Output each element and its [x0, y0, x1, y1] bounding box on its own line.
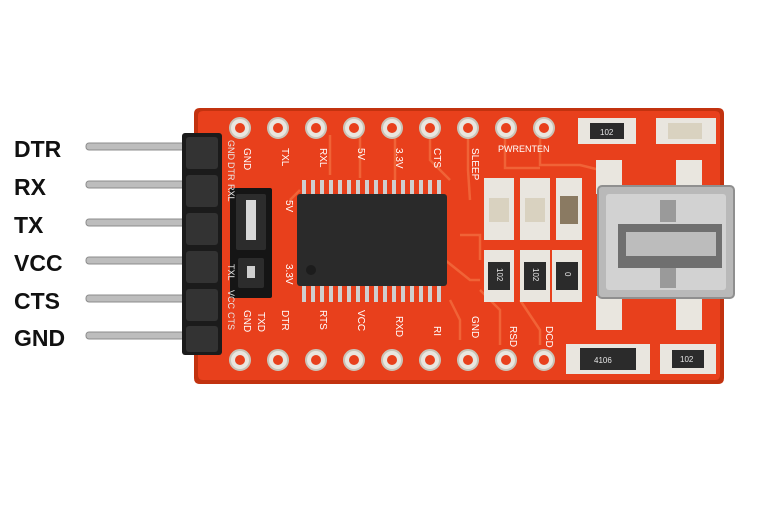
silk-top-5: CTS [431, 148, 442, 168]
pin-label-gnd: GND [14, 325, 66, 351]
resistor-codes: 102 102 102 0 102 4106 [495, 128, 694, 365]
silk-header-0: GND [226, 140, 236, 161]
silk-bottom-0: GND [241, 310, 252, 332]
header-silkscreen: GND DTR RXL TXL VCC CTS [226, 140, 236, 330]
silk-bottom-5: RXD [393, 316, 404, 337]
silk-header-1: DTR [226, 162, 236, 181]
silk-bottom-2: DTR [279, 310, 290, 331]
silk-header-2: RXL [226, 184, 236, 202]
resistor-code-1: 102 [531, 268, 540, 282]
pin-label-rx: RX [14, 174, 46, 200]
pcb-board [194, 108, 724, 384]
smd-components [484, 118, 716, 374]
silk-top-0: GND [241, 148, 252, 170]
silk-bottom-4: VCC [355, 310, 366, 331]
resistor-code-4: 102 [680, 355, 694, 364]
silk-bottom-7: GND [469, 316, 480, 338]
silk-top-7: PWRENTEN [498, 144, 550, 154]
pin-label-dtr: DTR [14, 136, 62, 162]
silk-bottom-3: RTS [317, 310, 328, 330]
silk-bottom-6: RI [431, 326, 442, 336]
silk-top-2: RXL [317, 148, 328, 168]
pin-label-cts: CTS [14, 288, 60, 314]
silk-top-1: TXL [279, 148, 290, 167]
pin-header [85, 133, 222, 355]
silk-header-3: TXL [226, 264, 236, 281]
silk-top-4: 3.3V [393, 148, 404, 169]
silk-jumper-3v3: 3.3V [283, 264, 294, 285]
pin-label-tx: TX [14, 212, 44, 238]
pin-label-vcc: VCC [14, 250, 63, 276]
silk-bottom-9: DCD [543, 326, 554, 348]
silkscreen-text: GND TXL RXL 5V 3.3V CTS SLEEP PWRENTEN G… [241, 144, 554, 348]
resistor-code-3: 0 [563, 272, 572, 277]
silk-bottom-1: TXD [255, 312, 266, 332]
silk-top-6: SLEEP [469, 148, 480, 181]
mini-usb-connector [596, 160, 735, 330]
resistor-code-5: 4106 [594, 356, 612, 365]
ftdi-chip [297, 180, 447, 302]
resistor-code-2: 102 [600, 128, 614, 137]
silk-header-4: VCC [226, 290, 236, 310]
voltage-jumper [230, 188, 272, 298]
silk-bottom-8: RSD [507, 326, 518, 347]
silk-top-3: 5V [355, 148, 366, 161]
silk-jumper-5v: 5V [283, 200, 294, 213]
resistor-code-0: 102 [495, 268, 504, 282]
silk-header-5: CTS [226, 312, 236, 330]
